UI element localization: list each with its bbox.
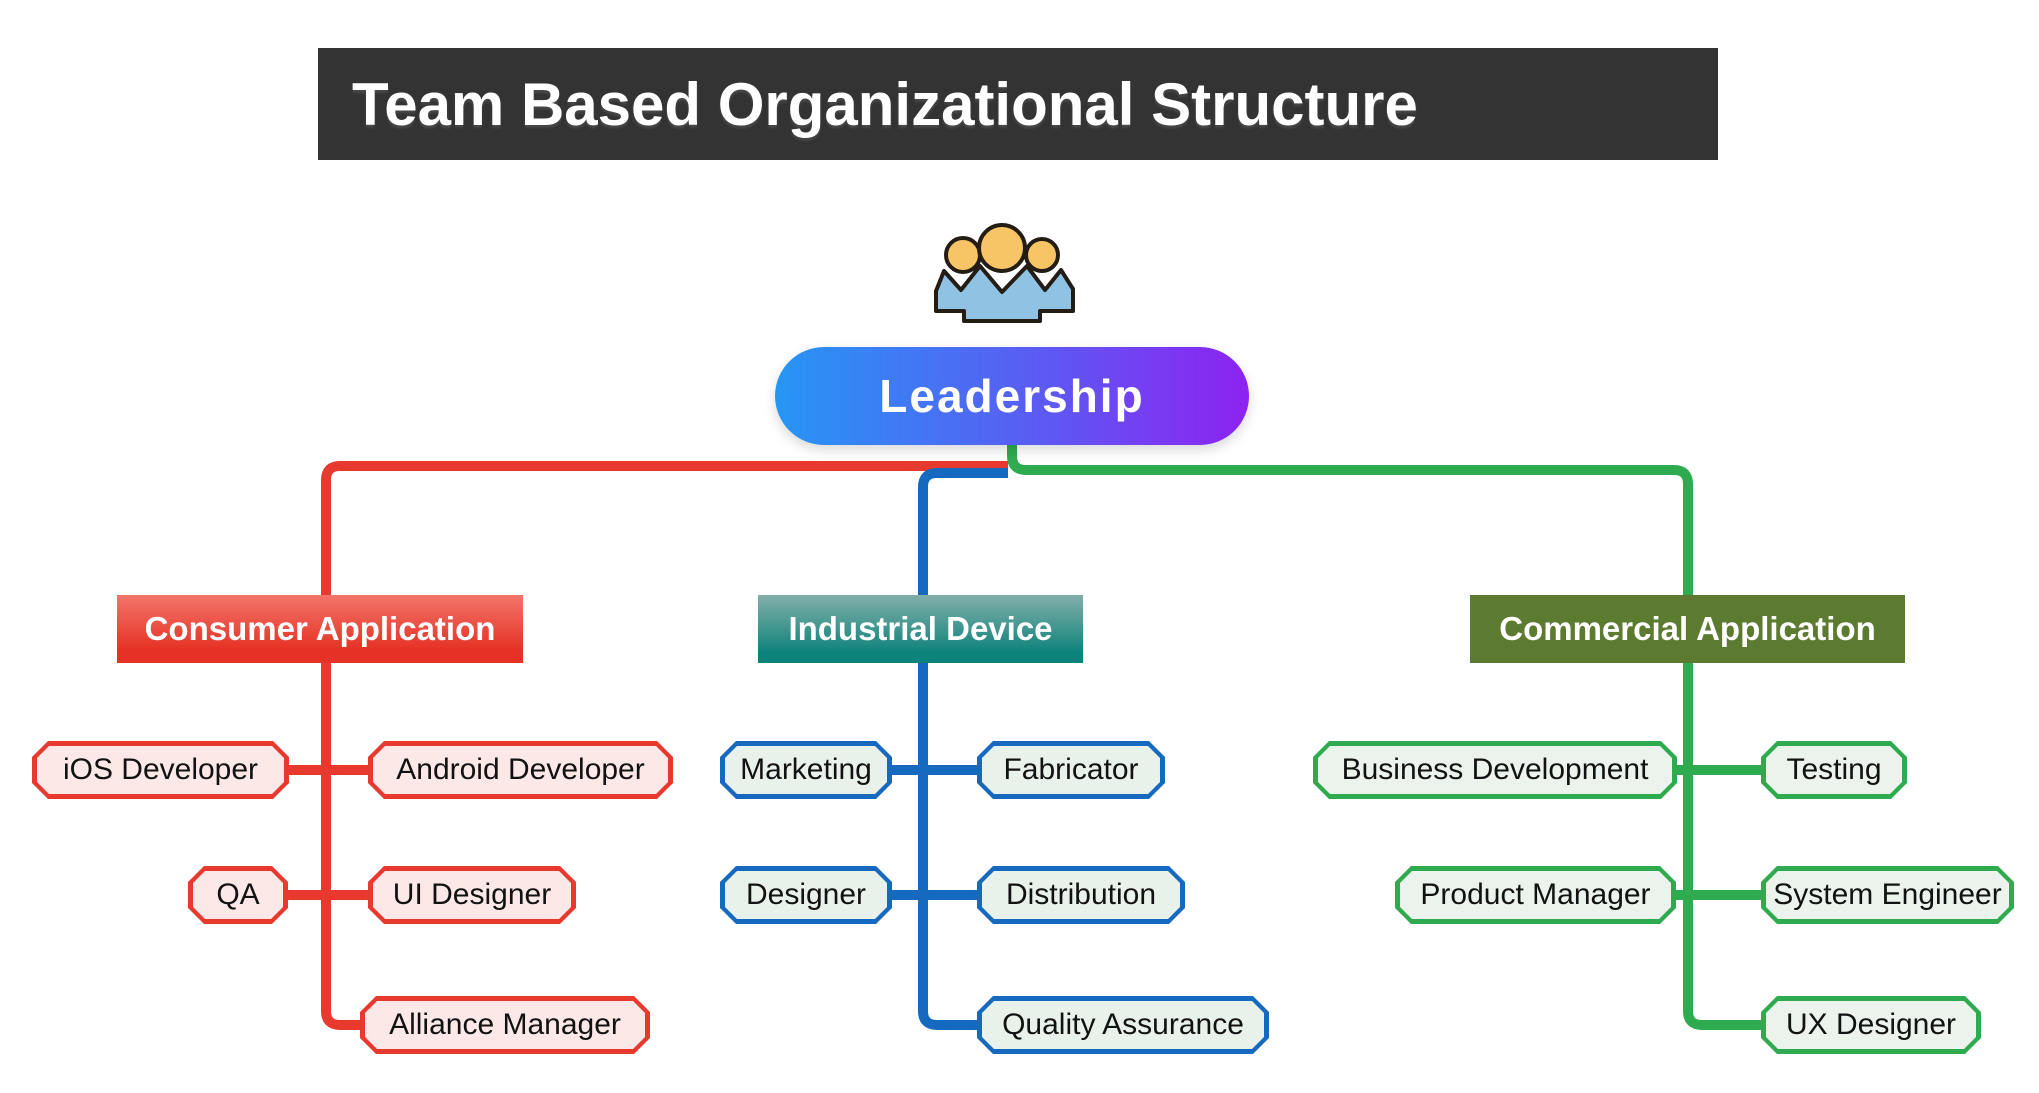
node-label: Distribution	[982, 871, 1180, 919]
node-android-developer: Android Developer	[368, 741, 673, 799]
node-label: UX Designer	[1766, 1001, 1976, 1049]
branch-header-consumer-application: Consumer Application	[117, 595, 523, 663]
commercial-leaf-stubs	[1670, 765, 1769, 900]
node-label: System Engineer	[1766, 871, 2009, 919]
node-quality-assurance: Quality Assurance	[977, 996, 1269, 1054]
node-label: Fabricator	[982, 746, 1160, 794]
branch-header-label: Consumer Application	[144, 610, 496, 647]
node-business-development: Business Development	[1313, 741, 1677, 799]
industrial-branch-line	[918, 468, 1008, 1030]
node-product-manager: Product Manager	[1395, 866, 1676, 924]
node-ios-developer: iOS Developer	[32, 741, 289, 799]
node-label: Designer	[725, 871, 887, 919]
node-fabricator: Fabricator	[977, 741, 1165, 799]
node-label: Testing	[1766, 746, 1902, 794]
node-label: Marketing	[725, 746, 887, 794]
node-label: Business Development	[1318, 746, 1672, 794]
consumer-branch-line	[321, 461, 1008, 1030]
node-designer: Designer	[720, 866, 892, 924]
page-title: Team Based Organizational Structure	[352, 70, 1418, 138]
leadership-label: Leadership	[879, 370, 1145, 422]
node-distribution: Distribution	[977, 866, 1185, 924]
node-label: iOS Developer	[37, 746, 284, 794]
node-marketing: Marketing	[720, 741, 892, 799]
title-bar: Team Based Organizational Structure	[318, 48, 1718, 160]
node-label: UI Designer	[373, 871, 571, 919]
node-label: QA	[193, 871, 283, 919]
node-testing: Testing	[1761, 741, 1907, 799]
branch-header-industrial-device: Industrial Device	[758, 595, 1083, 663]
node-label: Android Developer	[373, 746, 668, 794]
node-system-engineer: System Engineer	[1761, 866, 2014, 924]
branch-header-label: Industrial Device	[788, 610, 1053, 647]
industrial-leaf-stubs	[885, 765, 985, 900]
branch-header-commercial-application: Commercial Application	[1470, 595, 1905, 663]
node-qa: QA	[188, 866, 288, 924]
leadership-node: Leadership	[775, 347, 1249, 445]
branch-header-label: Commercial Application	[1499, 610, 1876, 647]
node-ux-designer: UX Designer	[1761, 996, 1981, 1054]
node-label: Product Manager	[1400, 871, 1671, 919]
commercial-branch-line	[1007, 432, 1769, 1030]
team-people-icon	[934, 223, 1075, 323]
consumer-leaf-stubs	[278, 765, 376, 900]
node-label: Quality Assurance	[982, 1001, 1264, 1049]
node-alliance-manager: Alliance Manager	[360, 996, 650, 1054]
node-label: Alliance Manager	[365, 1001, 645, 1049]
node-ui-designer: UI Designer	[368, 866, 576, 924]
